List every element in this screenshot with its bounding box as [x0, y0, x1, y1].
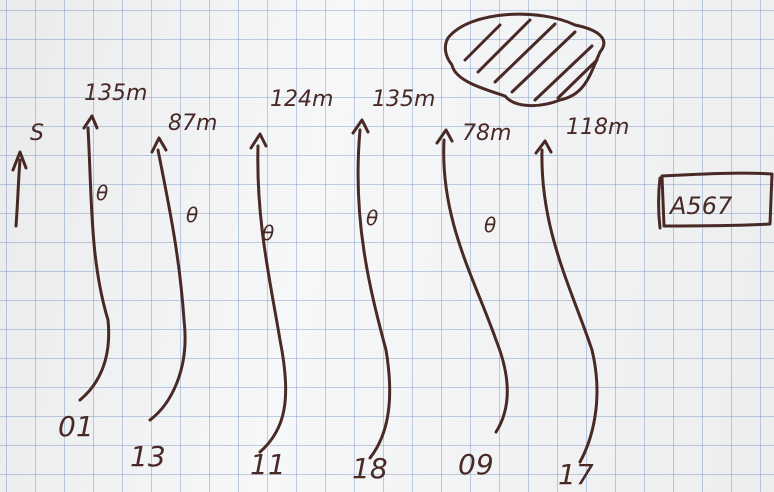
runway-13: 87m θ 13: [130, 111, 217, 473]
runway-length-label: 78m: [462, 121, 511, 146]
north-marker-label: S: [30, 121, 44, 146]
hatched-cloud-icon: [445, 14, 603, 105]
runway-length-label: 135m: [84, 81, 147, 106]
runway-number-label: 18: [352, 452, 388, 485]
runway-01: 135m θ 01: [58, 81, 147, 443]
angle-mark: θ: [484, 213, 496, 237]
runway-11: 124m θ 11: [250, 87, 333, 481]
runway-09: 78m θ 09: [437, 121, 511, 481]
runway-number-label: 01: [58, 410, 94, 443]
runway-number-label: 13: [130, 440, 166, 473]
angle-mark: θ: [366, 206, 378, 230]
runway-number-label: 17: [558, 458, 594, 491]
north-arrow-icon: [13, 152, 26, 226]
runway-length-label: 135m: [372, 87, 435, 112]
runway-number-label: 11: [250, 448, 286, 481]
angle-mark: θ: [186, 203, 198, 227]
runway-17: 118m 17: [536, 115, 629, 491]
angle-mark: θ: [96, 181, 108, 205]
runway-18: 135m θ 18: [352, 87, 435, 485]
angle-mark: θ: [262, 221, 274, 245]
runway-length-label: 124m: [270, 87, 333, 112]
plaque-label: A567: [668, 192, 733, 220]
runway-number-label: 09: [458, 448, 494, 481]
runway-length-label: 87m: [168, 111, 217, 136]
runway-length-label: 118m: [566, 115, 629, 140]
